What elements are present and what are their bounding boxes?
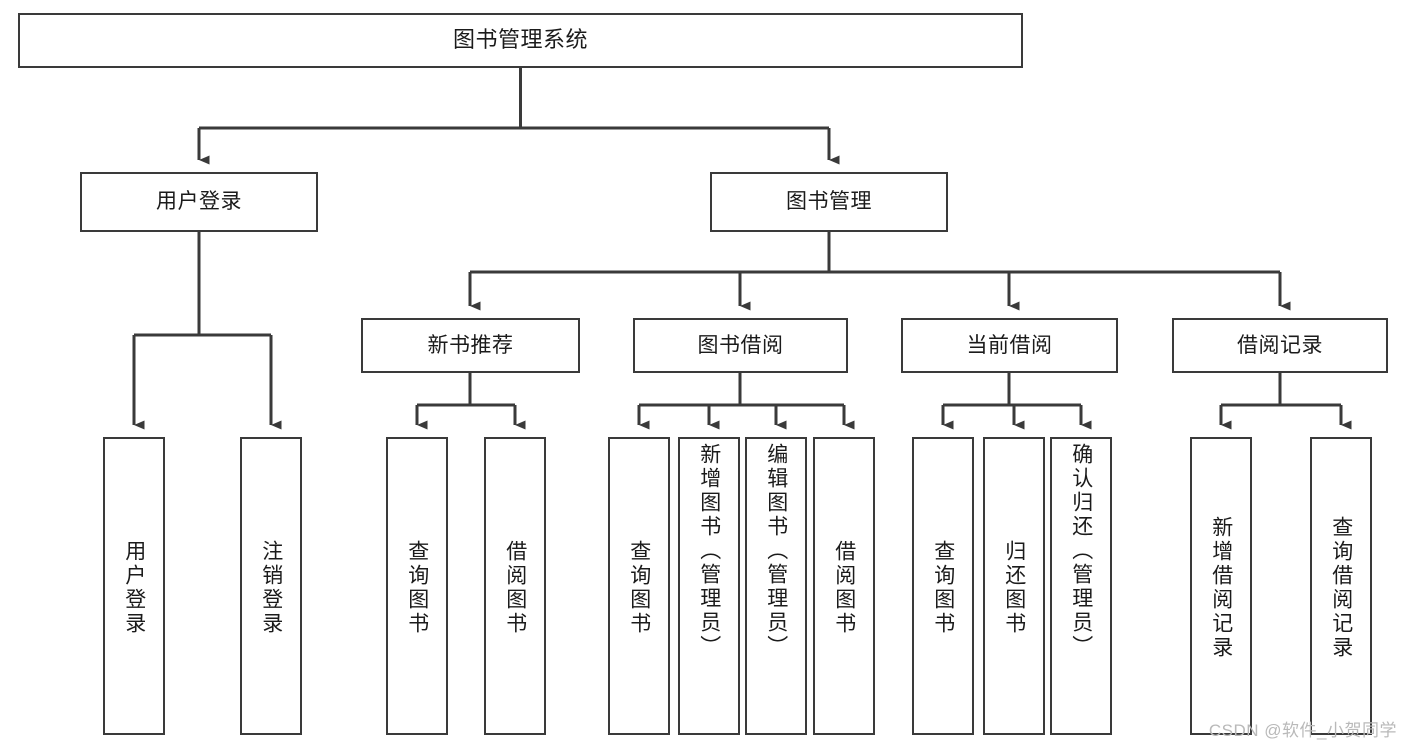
node-leaf-user-login-label: 用户登录 [122, 540, 146, 636]
node-leaf-borrow-book-label: 借阅图书 [832, 540, 856, 636]
node-leaf-confirm-return-label: 确认归还（管理员） [1069, 443, 1093, 659]
node-leaf-borrow-book-rec[interactable]: 借阅图书 [484, 437, 546, 735]
node-leaf-return-book[interactable]: 归还图书 [983, 437, 1045, 735]
node-leaf-query-borrow-record-label: 查询借阅记录 [1329, 516, 1353, 660]
node-root-label: 图书管理系统 [452, 27, 588, 53]
node-book-borrow[interactable]: 图书借阅 [633, 318, 848, 373]
node-leaf-user-login[interactable]: 用户登录 [103, 437, 165, 735]
node-current-borrow[interactable]: 当前借阅 [901, 318, 1118, 373]
node-leaf-borrow-book-rec-label: 借阅图书 [503, 540, 527, 636]
node-leaf-query-book-borrow-label: 查询图书 [627, 540, 651, 636]
node-leaf-return-book-label: 归还图书 [1002, 540, 1026, 636]
node-leaf-query-book-borrow[interactable]: 查询图书 [608, 437, 670, 735]
node-leaf-add-borrow-record[interactable]: 新增借阅记录 [1190, 437, 1252, 735]
node-borrow-record[interactable]: 借阅记录 [1172, 318, 1388, 373]
watermark: CSDN @软件_小贺同学 [1208, 721, 1397, 740]
node-new-book-recommend-label: 新书推荐 [427, 333, 514, 357]
node-leaf-query-book-cur[interactable]: 查询图书 [912, 437, 974, 735]
node-new-book-recommend[interactable]: 新书推荐 [361, 318, 580, 373]
node-leaf-query-book-rec-label: 查询图书 [405, 540, 429, 636]
node-book-manage[interactable]: 图书管理 [710, 172, 948, 232]
node-leaf-query-book-cur-label: 查询图书 [931, 540, 955, 636]
node-borrow-record-label: 借阅记录 [1237, 333, 1323, 357]
node-leaf-user-logout[interactable]: 注销登录 [240, 437, 302, 735]
node-leaf-query-book-rec[interactable]: 查询图书 [386, 437, 448, 735]
node-leaf-confirm-return[interactable]: 确认归还（管理员） [1050, 437, 1112, 735]
node-leaf-edit-book[interactable]: 编辑图书（管理员） [745, 437, 807, 735]
node-leaf-edit-book-label: 编辑图书（管理员） [764, 443, 788, 659]
node-leaf-add-book-label: 新增图书（管理员） [697, 443, 721, 659]
node-leaf-borrow-book[interactable]: 借阅图书 [813, 437, 875, 735]
node-book-manage-label: 图书管理 [786, 190, 872, 214]
node-leaf-add-borrow-record-label: 新增借阅记录 [1209, 516, 1233, 660]
node-leaf-user-logout-label: 注销登录 [259, 540, 283, 636]
node-user-login[interactable]: 用户登录 [80, 172, 318, 232]
node-current-borrow-label: 当前借阅 [966, 333, 1053, 357]
node-root[interactable]: 图书管理系统 [18, 13, 1023, 68]
node-book-borrow-label: 图书借阅 [697, 333, 784, 357]
node-leaf-query-borrow-record[interactable]: 查询借阅记录 [1310, 437, 1372, 735]
node-user-login-label: 用户登录 [156, 190, 242, 214]
node-leaf-add-book[interactable]: 新增图书（管理员） [678, 437, 740, 735]
